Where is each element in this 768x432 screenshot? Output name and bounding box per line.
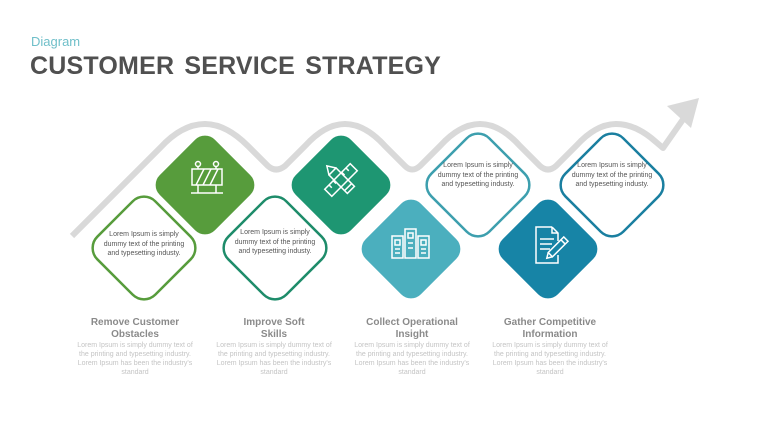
- step-1-label: Remove Customer Obstacles Lorem Ipsum is…: [73, 317, 197, 377]
- barrier-icon: [191, 160, 223, 194]
- step-3-label: Collect Operational Insight Lorem Ipsum …: [350, 317, 474, 377]
- step-3-title-line2: Insight: [395, 328, 429, 340]
- buildings-icon: [391, 228, 430, 259]
- document-edit-icon: [535, 226, 570, 264]
- progress-arrow-path: [69, 98, 699, 239]
- step-1-title: Remove Customer Obstacles: [73, 317, 197, 340]
- step-3-description: Lorem Ipsum is simply dummy text of the …: [354, 342, 470, 376]
- pencil-ruler-icon: [323, 162, 359, 198]
- step-1-title-line1: Remove Customer: [90, 317, 180, 328]
- step-4-label: Gather Competitive Information Lorem Ips…: [488, 317, 612, 377]
- step-1-title-line2: Obstacles: [111, 328, 159, 340]
- step-4-title-line1: Gather Competitive: [503, 317, 597, 328]
- text-box-3-content: Lorem Ipsum is simply dummy text of the …: [437, 162, 519, 188]
- step-4-title: Gather Competitive Information: [488, 317, 612, 340]
- step-2-title-line2: Skills: [260, 328, 288, 340]
- text-box-1-content: Lorem Ipsum is simply dummy text of the …: [103, 231, 185, 257]
- step-2-label: Improve Soft Skills Lorem Ipsum is simpl…: [212, 317, 336, 377]
- step-2-title: Improve Soft Skills: [212, 317, 336, 340]
- page-title: CUSTOMER SERVICE STRATEGY: [30, 52, 442, 80]
- text-box-4-content: Lorem Ipsum is simply dummy text of the …: [571, 162, 653, 188]
- step-1-description: Lorem Ipsum is simply dummy text of the …: [77, 342, 193, 376]
- step-2-title-line1: Improve Soft: [243, 317, 305, 328]
- step-4-title-line2: Information: [522, 328, 578, 340]
- diagram-subtitle: Diagram: [31, 34, 81, 49]
- step-3-title-line1: Collect Operational: [366, 317, 458, 328]
- text-box-2-content: Lorem Ipsum is simply dummy text of the …: [234, 229, 316, 255]
- step-2-description: Lorem Ipsum is simply dummy text of the …: [216, 342, 332, 376]
- step-4-description: Lorem Ipsum is simply dummy text of the …: [492, 342, 608, 376]
- step-3-title: Collect Operational Insight: [350, 317, 474, 340]
